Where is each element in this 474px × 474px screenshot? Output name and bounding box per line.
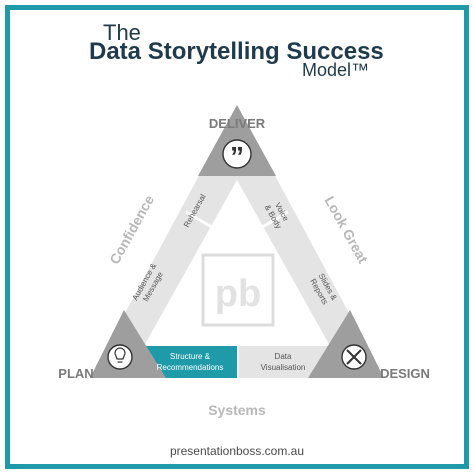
- title-line-model: Model™: [302, 60, 370, 80]
- title-line-the: The: [103, 20, 141, 45]
- teal-frame: [5, 5, 469, 469]
- segment-data-line1: Data: [275, 352, 292, 361]
- svg-text:pb: pb: [215, 273, 261, 315]
- lightbulb-icon: [107, 344, 133, 370]
- pencil-ruler-icon: [341, 344, 367, 370]
- svg-text:”: ”: [230, 141, 244, 172]
- separator-right: [251, 210, 289, 235]
- footer-url[interactable]: presentationboss.com.au: [169, 444, 305, 458]
- side-label-confidence: Confidence: [106, 192, 157, 267]
- segment-structure-line1: Structure &: [170, 352, 211, 361]
- segment-structure-line2: Recommendations: [157, 363, 224, 372]
- segment-data-line2: Visualisation: [261, 363, 306, 372]
- separator-left: [185, 210, 223, 235]
- side-label-look-great: Look Great: [321, 193, 371, 266]
- corner-label-design: DESIGN: [380, 366, 430, 381]
- title-main: Data Storytelling Success: [89, 38, 384, 65]
- corner-label-deliver: DELIVER: [209, 116, 266, 131]
- pb-logo: pb: [201, 253, 275, 327]
- side-label-systems: Systems: [208, 402, 266, 418]
- quote-icon: ”: [222, 139, 252, 172]
- corner-label-plan: PLAN: [58, 366, 93, 381]
- inner-triangle: [144, 180, 330, 346]
